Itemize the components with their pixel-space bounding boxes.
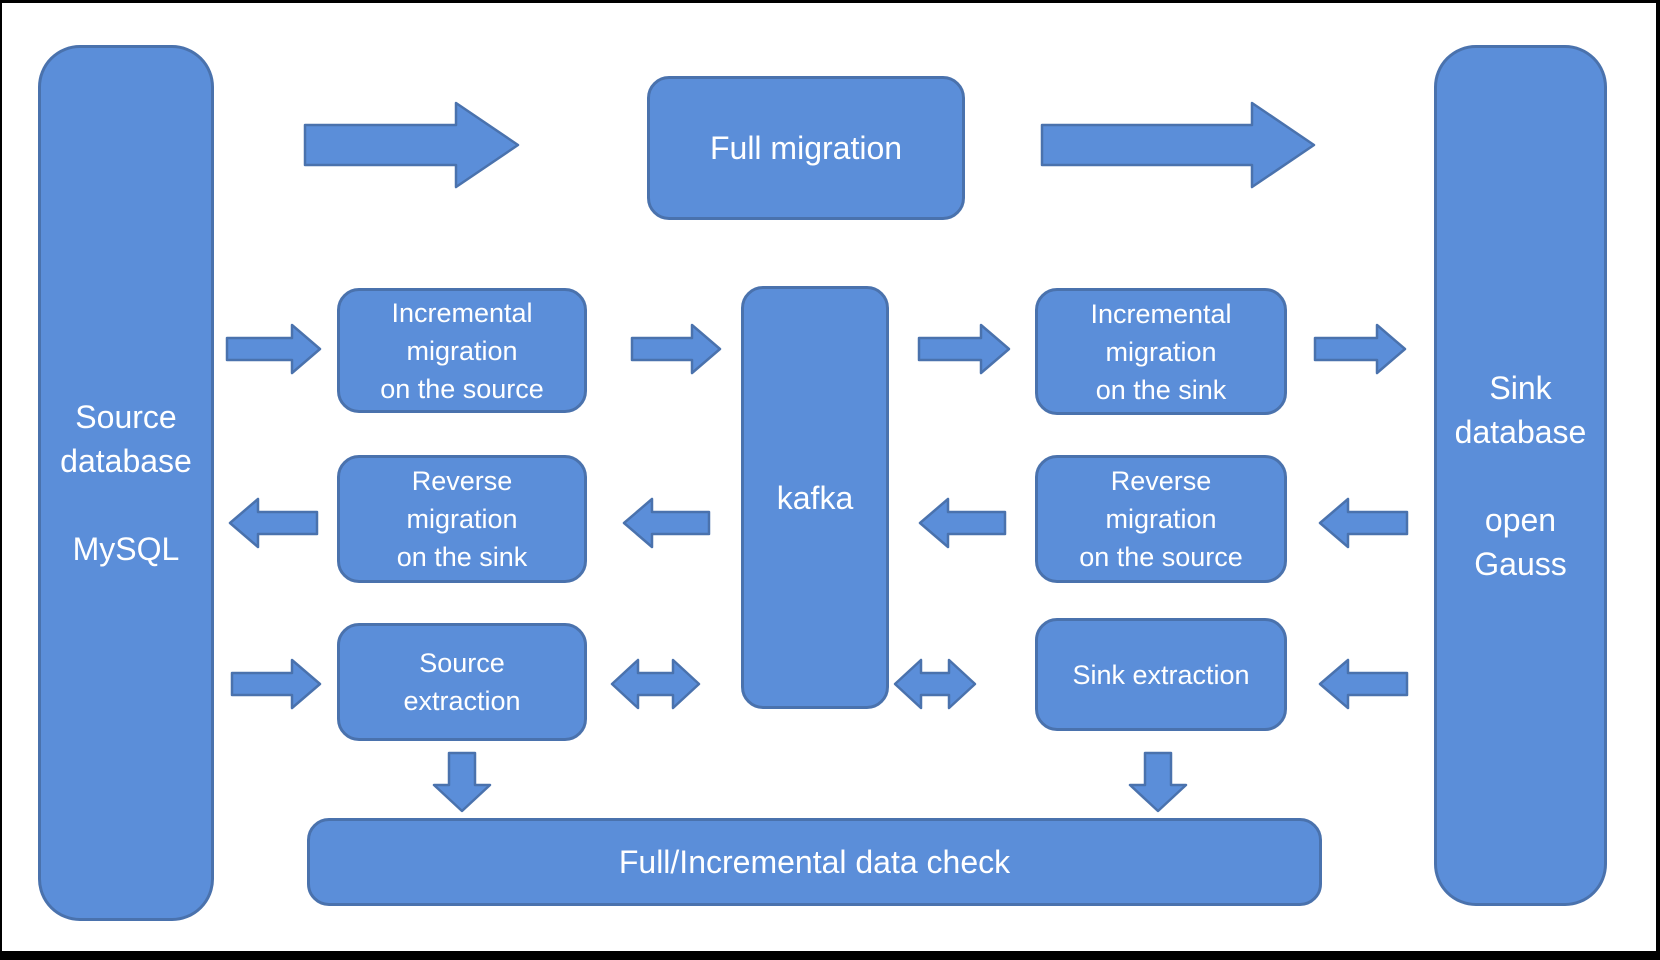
incremental-migration-on-source-node: Incremental migration on the source: [337, 288, 587, 413]
incremental-migration-on-sink-node: Incremental migration on the sink: [1035, 288, 1287, 415]
sink-extraction-node: Sink extraction: [1035, 618, 1287, 731]
full-migration-label: Full migration: [709, 130, 903, 166]
arrow-kafka-sink-extraction-bidirectional: [893, 658, 977, 710]
kafka-node: kafka: [741, 286, 889, 709]
reverse-migration-on-source-label: Reverse migration on the source: [1079, 466, 1243, 572]
sink-database-node: Sink database open Gauss: [1434, 45, 1607, 906]
reverse-migration-on-sink-label: Reverse migration on the sink: [396, 466, 528, 572]
arrow-kafka-to-incremental-sink: [917, 323, 1011, 375]
full-incremental-data-check-label: Full/Incremental data check: [618, 844, 1011, 880]
incremental-migration-on-source-label: Incremental migration on the source: [380, 297, 544, 404]
arrow-source-db-to-source-extraction: [230, 658, 322, 710]
arrow-incremental-source-to-kafka: [630, 323, 722, 375]
arrow-kafka-to-reverse-sink: [622, 497, 711, 549]
sink-extraction-label: Sink extraction: [1072, 659, 1250, 690]
arrow-sink-db-to-sink-extraction: [1318, 658, 1409, 710]
source-extraction-label: Source extraction: [403, 648, 521, 716]
arrow-full-migration-to-sink: [1040, 101, 1316, 189]
source-extraction-node: Source extraction: [337, 623, 587, 741]
source-database-label: Source database MySQL: [60, 399, 192, 567]
arrow-reverse-source-to-kafka: [918, 497, 1007, 549]
arrow-source-extraction-kafka-bidirectional: [610, 658, 701, 710]
full-migration-node: Full migration: [647, 76, 965, 220]
reverse-migration-on-sink-node: Reverse migration on the sink: [337, 455, 587, 583]
sink-database-label: Sink database open Gauss: [1454, 369, 1587, 582]
source-database-node: Source database MySQL: [38, 45, 214, 921]
incremental-migration-on-sink-label: Incremental migration on the sink: [1090, 298, 1232, 405]
full-incremental-data-check-node: Full/Incremental data check: [307, 818, 1322, 906]
reverse-migration-on-source-node: Reverse migration on the source: [1035, 455, 1287, 583]
arrow-source-extraction-to-data-check: [432, 751, 492, 813]
kafka-label: kafka: [776, 479, 854, 516]
arrow-source-to-incremental-source: [225, 323, 322, 375]
arrow-sink-extraction-to-data-check: [1128, 751, 1188, 813]
arrow-reverse-sink-to-source-db: [228, 497, 319, 549]
arrow-incremental-sink-to-sink-db: [1313, 323, 1407, 375]
arrow-layer: [225, 101, 1409, 813]
arrow-source-to-full-migration: [303, 101, 520, 189]
arrow-sink-db-to-reverse-source: [1318, 497, 1409, 549]
